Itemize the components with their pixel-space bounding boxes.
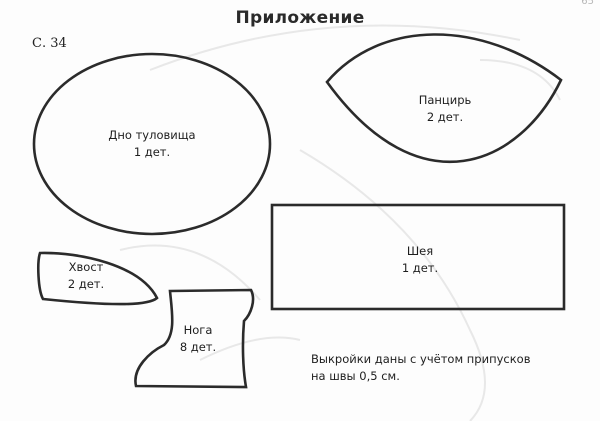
body-bottom-label: Дно туловища 1 дет.	[92, 127, 212, 161]
neck-count: 1 дет.	[401, 261, 439, 275]
tail-piece	[37, 251, 159, 306]
body-bottom-piece	[32, 52, 272, 236]
neck-piece	[270, 203, 566, 311]
leg-count: 8 дет.	[179, 340, 217, 354]
tail-count: 2 дет.	[67, 277, 105, 291]
ghost-bleed-through	[119, 24, 561, 421]
seam-allowance-note: Выкройки даны с учётом припусков на швы …	[311, 351, 530, 385]
neck-label: Шея 1 дет.	[380, 243, 460, 277]
note-line-2: на швы 0,5 см.	[311, 369, 400, 383]
shell-count: 2 дет.	[426, 110, 464, 124]
leg-piece	[134, 288, 255, 389]
page-reference: С. 34	[32, 36, 67, 51]
body-bottom-count: 1 дет.	[133, 145, 171, 159]
corner-page-number: 65	[581, 0, 594, 7]
note-line-1: Выкройки даны с учётом припусков	[311, 352, 531, 366]
shell-label: Панцирь 2 дет.	[405, 92, 485, 126]
page-title: Приложение	[235, 8, 365, 28]
leg-name: Нога	[183, 323, 213, 337]
body-bottom-name: Дно туловища	[108, 128, 196, 142]
leg-label: Нога 8 дет.	[168, 322, 228, 356]
tail-name: Хвост	[68, 260, 104, 274]
shell-piece	[325, 33, 563, 164]
neck-name: Шея	[406, 244, 434, 258]
shell-name: Панцирь	[418, 93, 472, 107]
tail-label: Хвост 2 дет.	[56, 259, 116, 293]
